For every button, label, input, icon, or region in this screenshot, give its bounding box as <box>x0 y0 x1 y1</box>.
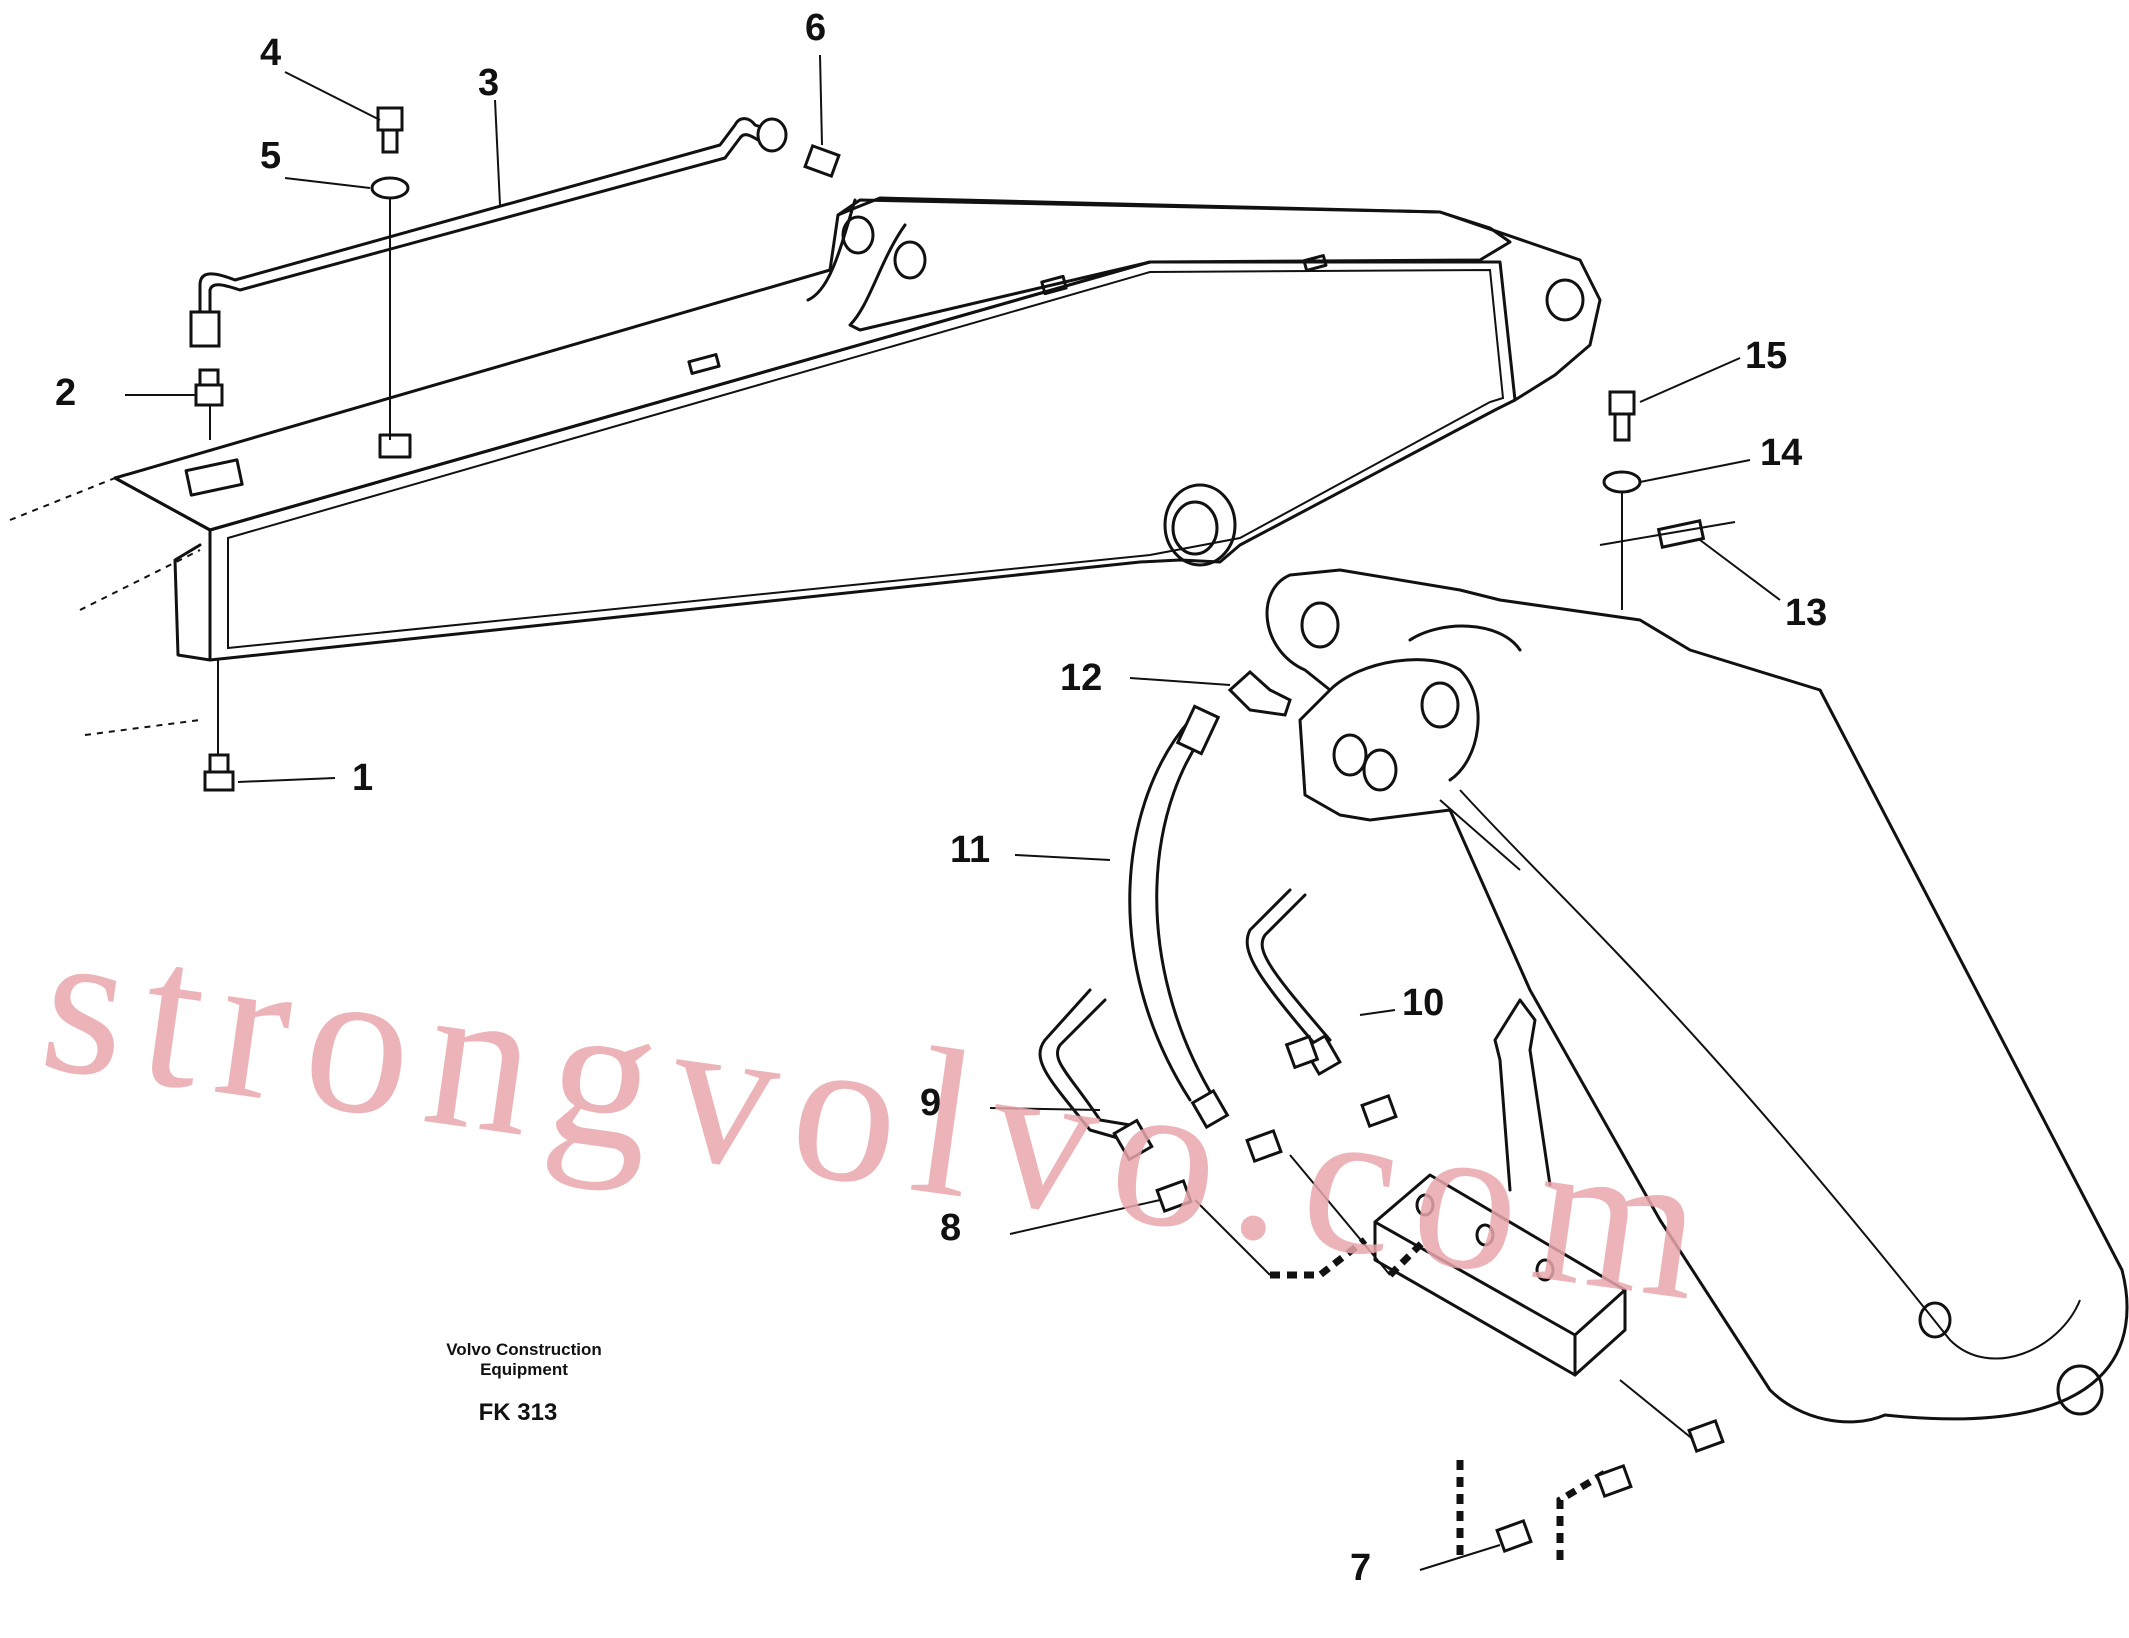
hose <box>1128 704 1230 1130</box>
label-2: 2 <box>55 372 76 414</box>
elbow-12 <box>1227 669 1292 717</box>
washer-14 <box>1602 470 1642 494</box>
caption-company-line2: Equipment <box>480 1360 568 1379</box>
label-8: 8 <box>940 1207 961 1249</box>
label-11: 11 <box>950 829 990 871</box>
label-9: 9 <box>920 1082 941 1124</box>
grease-nipple-6 <box>803 143 841 179</box>
caption-company-line1: Volvo Construction <box>446 1340 602 1359</box>
sleeve-13 <box>1656 519 1706 549</box>
label-1: 1 <box>352 757 373 799</box>
label-7: 7 <box>1350 1547 1371 1589</box>
label-5: 5 <box>260 135 281 177</box>
arm <box>1265 568 2129 1424</box>
label-14: 14 <box>1760 432 1802 474</box>
bolt-4 <box>376 106 404 154</box>
watermark: strongvolvo.com <box>30 882 1733 1347</box>
label-4: 4 <box>260 32 281 74</box>
fittings <box>194 106 1736 1554</box>
grease-nipple-8-group <box>1155 1093 1398 1214</box>
label-10: 10 <box>1402 982 1444 1024</box>
washer-5 <box>370 176 410 200</box>
label-6: 6 <box>805 7 826 49</box>
label-3: 3 <box>478 62 499 104</box>
grease-nipple-1 <box>203 753 235 792</box>
boom <box>9 196 1602 736</box>
caption-block: Volvo Construction Equipment FK 313 <box>446 1340 602 1426</box>
grease-nipple-7-group <box>1495 1418 1725 1554</box>
grease-nipple-2 <box>194 368 224 407</box>
part-labels: 1 2 3 4 5 6 7 8 9 10 11 12 13 14 15 <box>55 7 1827 1589</box>
label-12: 12 <box>1060 657 1102 699</box>
label-15: 15 <box>1745 335 1787 377</box>
grease-pipe <box>189 117 788 348</box>
caption-code: FK 313 <box>479 1399 558 1426</box>
bolt-15 <box>1608 390 1636 442</box>
connector-10 <box>1284 1034 1320 1070</box>
leader-lines <box>125 54 1781 1571</box>
lubrication-block <box>1194 1154 1701 1560</box>
label-13: 13 <box>1785 592 1827 634</box>
